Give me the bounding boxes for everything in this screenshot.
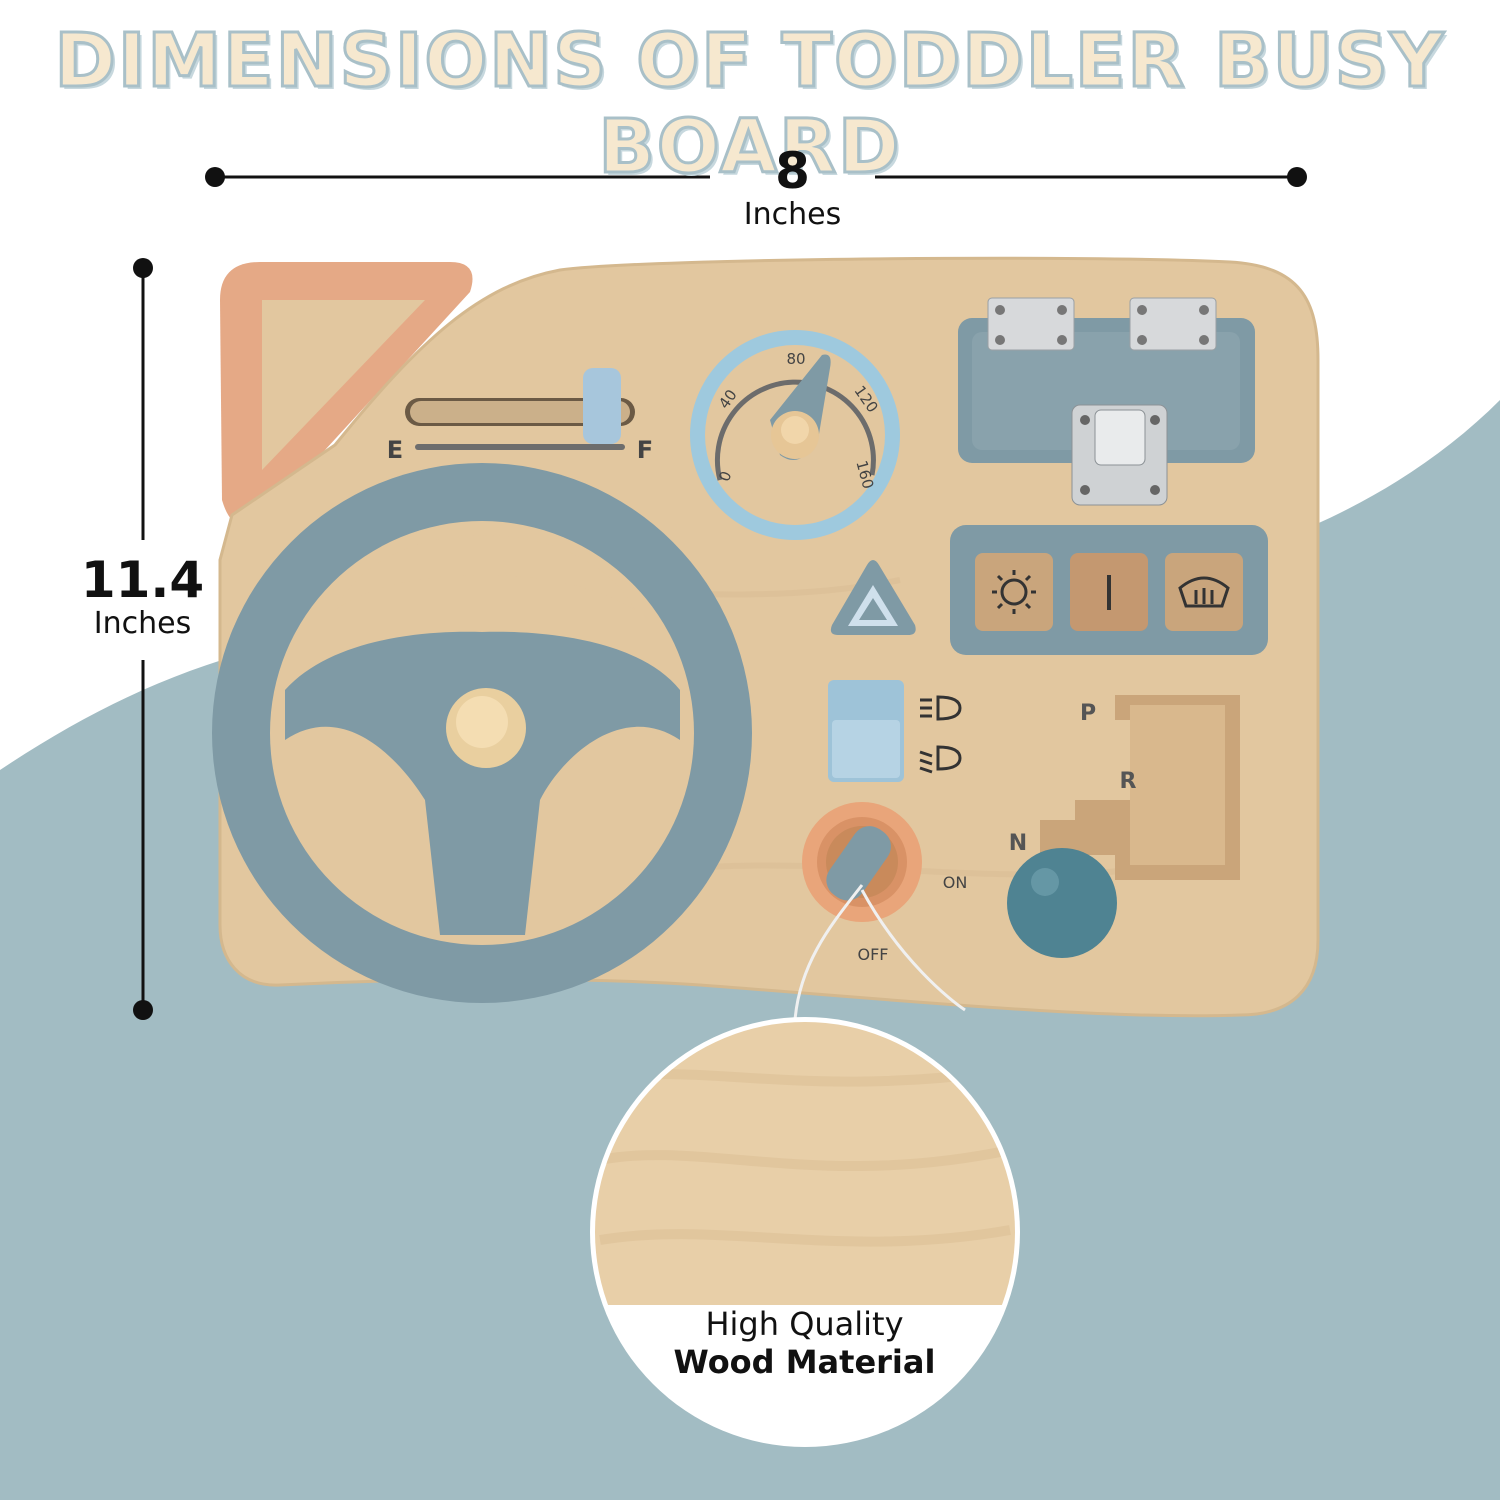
high-beam-icon [920,695,962,721]
sun-icon [992,570,1036,614]
gear-shifter[interactable] [1007,695,1240,958]
latch[interactable] [1071,404,1168,506]
height-value: 11.4 [80,551,205,609]
steering-wheel[interactable] [212,463,752,1003]
callout-line-2: Wood Material [673,1343,936,1381]
callout-line-1: High Quality [705,1305,904,1343]
fuel-gauge-slider[interactable] [405,368,635,450]
material-callout [590,1017,1020,1447]
ignition-key [826,826,891,901]
speedometer[interactable] [690,330,900,540]
glovebox-door[interactable] [958,297,1255,506]
headlight-toggle[interactable] [828,680,904,782]
fuel-slider-knob [583,368,621,444]
fuel-full-label: F [637,436,653,464]
gear-label-r: R [1120,769,1137,794]
hinge-left [987,297,1075,351]
switch-panel [950,525,1268,655]
headlight-switch [975,553,1053,631]
gear-knob [1007,848,1117,958]
defrost-icon [1178,576,1230,608]
hinge-right [1129,297,1217,351]
material-callout-text: High Quality Wood Material [593,1305,1016,1381]
low-beam-icon [919,745,962,774]
speed-tick-80: 80 [786,350,805,368]
page-title: DIMENSIONS OF TODDLER BUSY BOARD [53,17,1446,192]
width-dimension-line [205,167,1307,187]
height-unit: Inches [93,606,192,641]
hazard-button[interactable] [830,560,916,635]
ignition-switch[interactable] [793,802,966,1021]
height-dimension-line [133,258,153,1020]
width-unit: Inches [743,197,842,232]
ignition-off-label: OFF [858,945,889,964]
gear-label-n: N [1009,831,1027,856]
ignition-on-label: ON [943,873,968,892]
fuel-empty-label: E [387,436,403,464]
width-value: 8 [775,142,810,200]
triangle-handle [220,262,473,526]
gear-label-p: P [1080,701,1096,726]
